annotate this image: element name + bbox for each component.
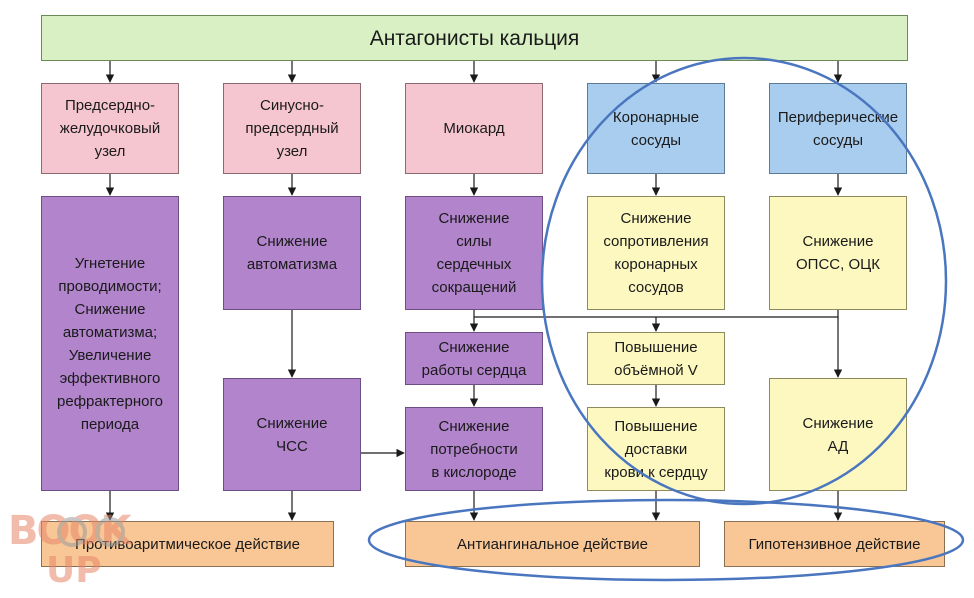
diagram-title: Антагонисты кальция [41, 15, 908, 61]
connector-opss-bus [474, 310, 839, 318]
svg-text:UP: UP [46, 550, 102, 586]
effect-oxygen-demand: Снижение потребности в кислороде [405, 407, 543, 491]
target-peripheral-vessels: Периферические сосуды [769, 83, 907, 174]
effect-contractility: Снижение силы сердечных сокращений [405, 196, 543, 310]
target-av-node: Предсердно- желудочковый узел [41, 83, 179, 174]
effect-blood-pressure: Снижение АД [769, 378, 907, 491]
outcome-hypotensive: Гипотензивное действие [724, 521, 945, 567]
target-coronary-vessels: Коронарные сосуды [587, 83, 725, 174]
effect-heart-work: Снижение работы сердца [405, 332, 543, 385]
effect-volume-increase: Повышение объёмной V [587, 332, 725, 385]
bookup-watermark-logo: BOOK UP [8, 508, 135, 586]
effect-coronary-resistance: Снижение сопротивления коронарных сосудо… [587, 196, 725, 310]
target-sa-node: Синусно- предсердный узел [223, 83, 361, 174]
svg-text:BOOK: BOOK [8, 508, 133, 554]
effect-sa-automatism: Снижение автоматизма [223, 196, 361, 310]
outcome-antiarrhythmic: Противоаритмическое действие [41, 521, 334, 567]
effect-opss: Снижение ОПСС, ОЦК [769, 196, 907, 310]
effect-blood-delivery: Повышение доставки крови к сердцу [587, 407, 725, 491]
target-myocardium: Миокард [405, 83, 543, 174]
effect-heart-rate: Снижение ЧСС [223, 378, 361, 491]
effect-av-conduction: Угнетение проводимости; Снижение автомат… [41, 196, 179, 491]
outcome-antianginal: Антиангинальное действие [405, 521, 700, 567]
